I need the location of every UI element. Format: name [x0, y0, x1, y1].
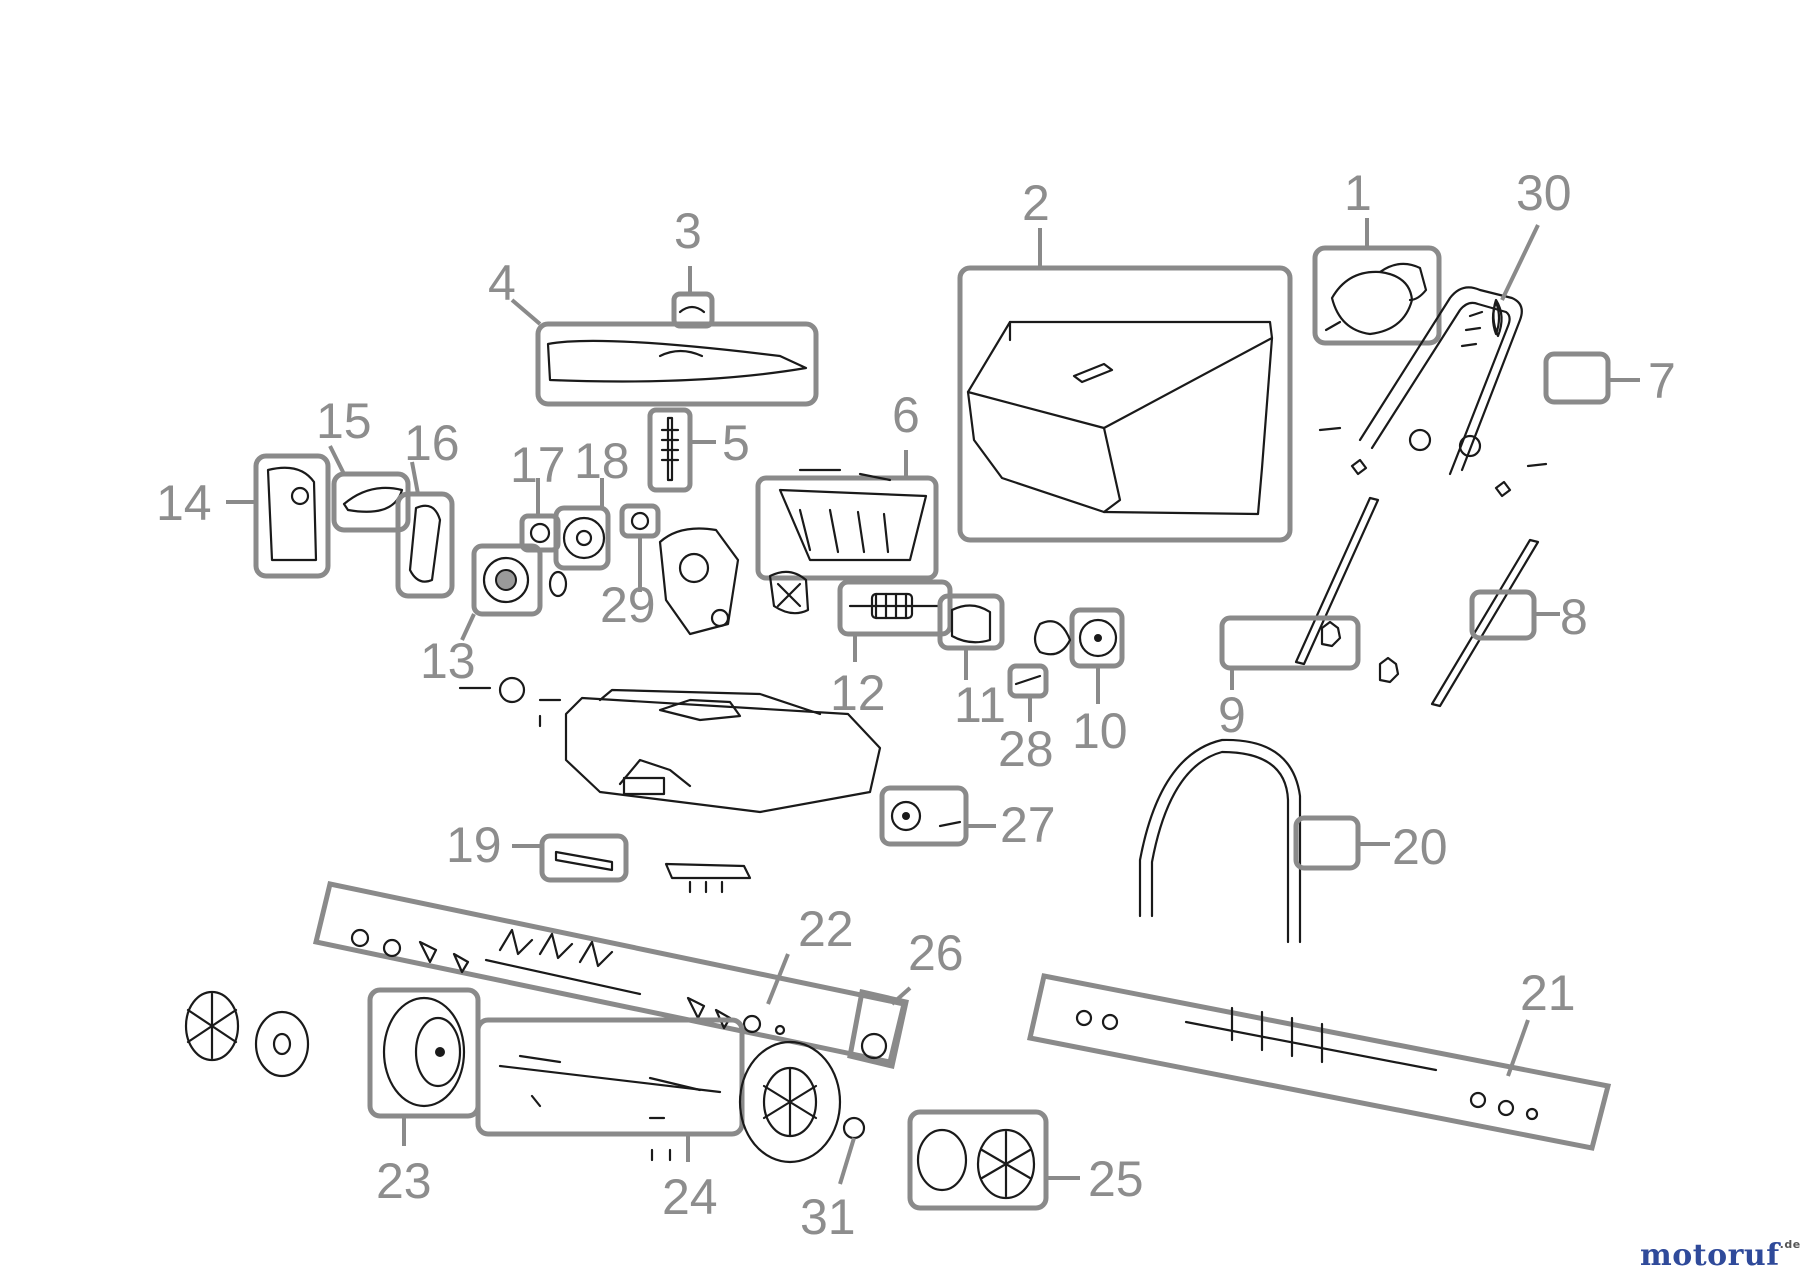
label-part-18: 18 — [574, 433, 630, 489]
brush-part-28[interactable] — [1007, 663, 1049, 699]
label-part-16: 16 — [404, 415, 460, 471]
label-part-28: 28 — [998, 721, 1054, 777]
label-part-13: 13 — [420, 633, 476, 689]
label-part-22: 22 — [798, 901, 854, 957]
label-part-21: 21 — [1520, 965, 1576, 1021]
label-part-9: 9 — [1218, 687, 1246, 743]
pulley-part-18[interactable] — [553, 505, 611, 571]
axle-part-24[interactable] — [475, 1017, 745, 1162]
watermark-suffix: .de — [1779, 1238, 1800, 1251]
label-part-30: 30 — [1516, 165, 1572, 221]
rear-wheel — [738, 1040, 842, 1164]
watermark-logo: motoruf.de — [1640, 1238, 1800, 1273]
clamp-part-30[interactable] — [1492, 298, 1503, 338]
fan-part-10[interactable] — [1033, 607, 1125, 669]
label-part-8: 8 — [1560, 589, 1588, 645]
scraper-part-19[interactable] — [539, 833, 629, 883]
switch-box-part-1[interactable] — [1312, 245, 1442, 346]
label-part-1: 1 — [1344, 165, 1372, 221]
grass-bag-part-2[interactable] — [957, 265, 1293, 543]
wheel-part-23[interactable] — [367, 987, 481, 1119]
bolt-part-5[interactable] — [647, 407, 693, 493]
base-plate — [664, 862, 752, 894]
label-part-25: 25 — [1088, 1151, 1144, 1207]
label-part-4: 4 — [488, 255, 516, 311]
lower-handle-part-20[interactable] — [1138, 738, 1361, 944]
bushing-part-29[interactable] — [619, 503, 661, 539]
label-part-19: 19 — [446, 817, 502, 873]
belt-part-15[interactable] — [331, 471, 411, 533]
label-part-20: 20 — [1392, 819, 1448, 875]
hubcap-part-25[interactable] — [907, 1109, 1049, 1211]
motor-cover-part-4[interactable] — [535, 321, 819, 407]
grille-part-6[interactable] — [755, 468, 939, 581]
upper-handle — [1318, 286, 1548, 498]
label-part-23: 23 — [376, 1153, 432, 1209]
label-part-7: 7 — [1648, 353, 1676, 409]
deck-housing — [458, 676, 882, 814]
hubcap-left — [184, 990, 310, 1078]
label-part-2: 2 — [1022, 175, 1050, 231]
label-part-31: 31 — [800, 1189, 856, 1245]
watermark-text: motoruf — [1640, 1238, 1780, 1273]
bearing-part-26[interactable] — [847, 988, 909, 1070]
spacer-part-31[interactable] — [842, 1116, 866, 1140]
belt-part-16[interactable] — [395, 491, 455, 599]
label-part-29: 29 — [600, 577, 656, 633]
handle-tube-part-9[interactable] — [1219, 496, 1380, 671]
label-part-6: 6 — [892, 387, 920, 443]
label-part-17: 17 — [510, 437, 566, 493]
belt-cover-part-14[interactable] — [253, 453, 331, 579]
label-part-3: 3 — [674, 203, 702, 259]
handle-tube-part-8[interactable] — [1378, 538, 1540, 708]
armature-part-12[interactable] — [837, 579, 953, 637]
gearbox-housing — [658, 527, 810, 636]
label-part-26: 26 — [908, 925, 964, 981]
label-part-27: 27 — [1000, 797, 1056, 853]
cover-hook-part-3[interactable] — [671, 291, 715, 329]
label-part-5: 5 — [722, 415, 750, 471]
roller-shaft-part-21[interactable] — [1026, 973, 1612, 1151]
pulley-part-13[interactable] — [471, 543, 568, 617]
label-part-14: 14 — [156, 475, 212, 531]
label-part-12: 12 — [830, 665, 886, 721]
stator-part-11[interactable] — [937, 593, 1005, 651]
label-part-10: 10 — [1072, 703, 1128, 759]
label-part-11: 11 — [954, 677, 1006, 733]
wheel-bracket-part-27[interactable] — [879, 785, 969, 847]
scarifier-shaft-part-22[interactable] — [312, 881, 908, 1065]
cable-clip-part-7[interactable] — [1543, 351, 1611, 405]
label-part-24: 24 — [662, 1169, 718, 1225]
label-part-15: 15 — [316, 393, 372, 449]
